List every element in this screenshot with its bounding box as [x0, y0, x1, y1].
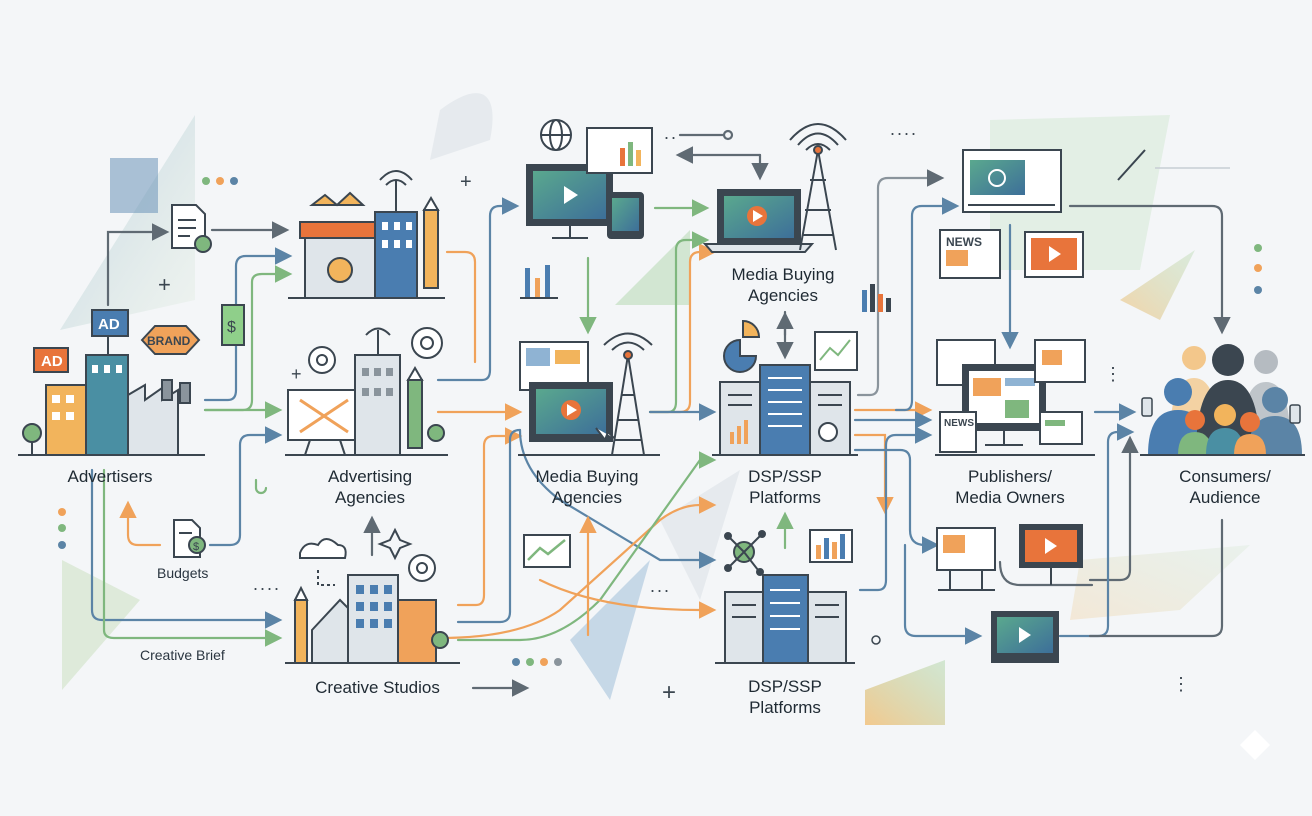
creative-brief-label: Creative Brief [140, 647, 225, 663]
dsp-ssp-bottom-illustration [715, 529, 855, 664]
connector [119, 500, 162, 547]
ad-sign-text: AD [98, 316, 120, 333]
svg-text:..: .. [664, 123, 678, 143]
media-buying-agencies-top-label: Media Buying Agencies [731, 265, 835, 305]
connector [438, 496, 717, 640]
money-document-icon [173, 519, 206, 558]
news-label: NEWS [946, 235, 982, 249]
dsp-ssp-platforms-mid-label: DSP/SSP Platforms [748, 467, 822, 507]
connector [856, 169, 945, 397]
connector [1088, 435, 1139, 582]
publishers-label: Publishers/ Media Owners [955, 467, 1065, 507]
dsp-ssp-platforms-bottom-label: DSP/SSP Platforms [748, 677, 822, 717]
publishers-illustration [935, 149, 1095, 663]
connector [894, 197, 960, 412]
consumers-label: Consumers/ Audience [1179, 467, 1271, 507]
media-buying-agencies-mid-label: Media Buying Agencies [535, 467, 639, 507]
connector [203, 247, 293, 402]
creative-studios-label: Creative Studios [315, 678, 440, 697]
connector [456, 428, 522, 624]
connector [538, 578, 717, 619]
dsp-ssp-mid-illustration [712, 284, 891, 456]
svg-text:+: + [158, 272, 171, 297]
budgets-label: Budgets [157, 565, 209, 581]
advertising-agency-top-illustration [288, 170, 445, 299]
consumers-illustration [1140, 344, 1305, 456]
dollar-bill-icon [221, 304, 245, 346]
background-decor [60, 93, 1270, 760]
media-buying-mid-illustration [518, 332, 660, 456]
connector [106, 223, 170, 307]
connector [445, 250, 477, 364]
advertising-agencies-label: Advertising Agencies [327, 467, 413, 507]
advertisers-label: Advertisers [67, 467, 153, 486]
svg-text:⋮: ⋮ [1172, 674, 1190, 694]
connector [853, 433, 894, 515]
ad-sign-text: AD [41, 353, 63, 370]
media-buying-top-illustration [520, 119, 653, 299]
svg-text:+: + [460, 171, 472, 193]
dollar-bill-symbol: $ [227, 319, 236, 336]
creative-studios-illustration [285, 527, 460, 664]
decor-marks: + + + + .... ... .. .... ⋮ ⋮ [58, 119, 1262, 706]
connector [208, 426, 283, 547]
media-buying-agency-illustration [702, 123, 847, 253]
connector [518, 428, 717, 569]
connector [903, 543, 983, 645]
svg-text:...: ... [650, 576, 671, 596]
money-symbol: $ [193, 541, 199, 553]
connector [998, 560, 1094, 587]
connector [203, 265, 293, 412]
svg-text:....: .... [253, 574, 281, 594]
svg-text:....: .... [890, 119, 918, 139]
connectors [90, 129, 1231, 697]
connector [90, 468, 283, 629]
brand-badge-text: BRAND [147, 334, 191, 348]
svg-text:+: + [662, 679, 676, 706]
connector [456, 427, 523, 607]
news-label: NEWS [944, 418, 974, 429]
connector [1068, 204, 1231, 335]
chart-screen-icon [523, 534, 571, 568]
svg-text:+: + [291, 364, 302, 384]
document-check-icon [171, 204, 212, 253]
connector [1088, 518, 1224, 638]
connector [102, 468, 283, 647]
connector [436, 197, 520, 382]
advertisers-illustration [18, 309, 205, 456]
connector [853, 448, 940, 554]
advertising-agency-mid-illustration [285, 327, 448, 456]
connector [254, 478, 268, 495]
connector [858, 426, 933, 592]
svg-text:⋮: ⋮ [1104, 364, 1122, 384]
